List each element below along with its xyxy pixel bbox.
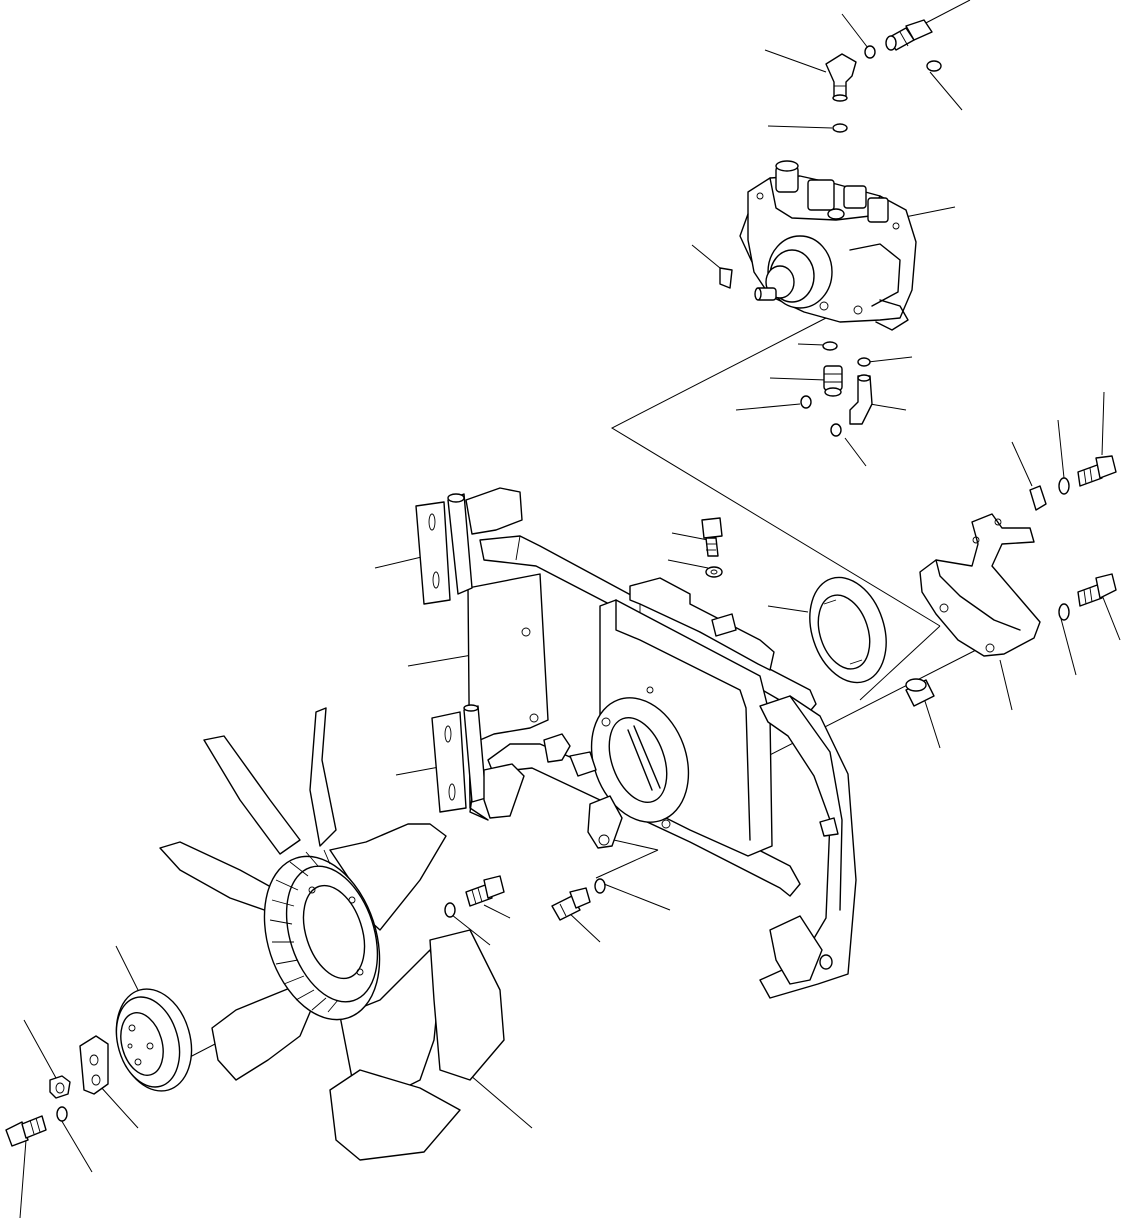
elbow-fitting-bottom [849, 374, 873, 425]
spacer-ring [809, 576, 887, 684]
hinge-plate-upper [415, 487, 523, 605]
hinge-plate-lower [431, 704, 525, 819]
fan-pulley [115, 988, 193, 1092]
washer-mid-center [594, 878, 606, 894]
fan-shroud-ribs [269, 849, 339, 1013]
nut [49, 1075, 71, 1099]
bolt-right [1077, 573, 1117, 607]
o-ring-pump-bottom-right [857, 357, 871, 367]
key-pin [719, 267, 733, 289]
washer-mid-left [444, 902, 456, 918]
o-ring-small-2 [830, 423, 842, 437]
o-ring-small-1 [800, 395, 812, 409]
o-ring-top [864, 45, 876, 59]
straight-fitting-top [885, 19, 933, 51]
washer-frame-top [705, 566, 723, 578]
washer-upper-right [1058, 477, 1070, 495]
o-ring-top-right [926, 60, 942, 72]
shim-plate [79, 1035, 109, 1095]
spacer-collar [905, 678, 935, 707]
bracket [919, 513, 1041, 657]
washer-fan [56, 1106, 68, 1122]
bolt-fan [5, 1115, 47, 1147]
mounting-frame [467, 494, 857, 999]
bolt-upper-right [1077, 455, 1117, 487]
o-ring-pump-top [832, 123, 848, 133]
bolt-vertical [701, 517, 723, 557]
straight-fitting-bottom [823, 365, 843, 397]
fan [159, 707, 505, 1161]
elbow-fitting-top [825, 53, 857, 102]
clip [1029, 485, 1047, 511]
pump-assembly [739, 160, 917, 331]
washer-right [1058, 603, 1070, 621]
bolt-mid-left [465, 875, 505, 907]
leader-lines [19, 0, 1121, 1218]
bolt-mid-center [551, 887, 591, 921]
o-ring-pump-bottom-left [822, 341, 838, 351]
